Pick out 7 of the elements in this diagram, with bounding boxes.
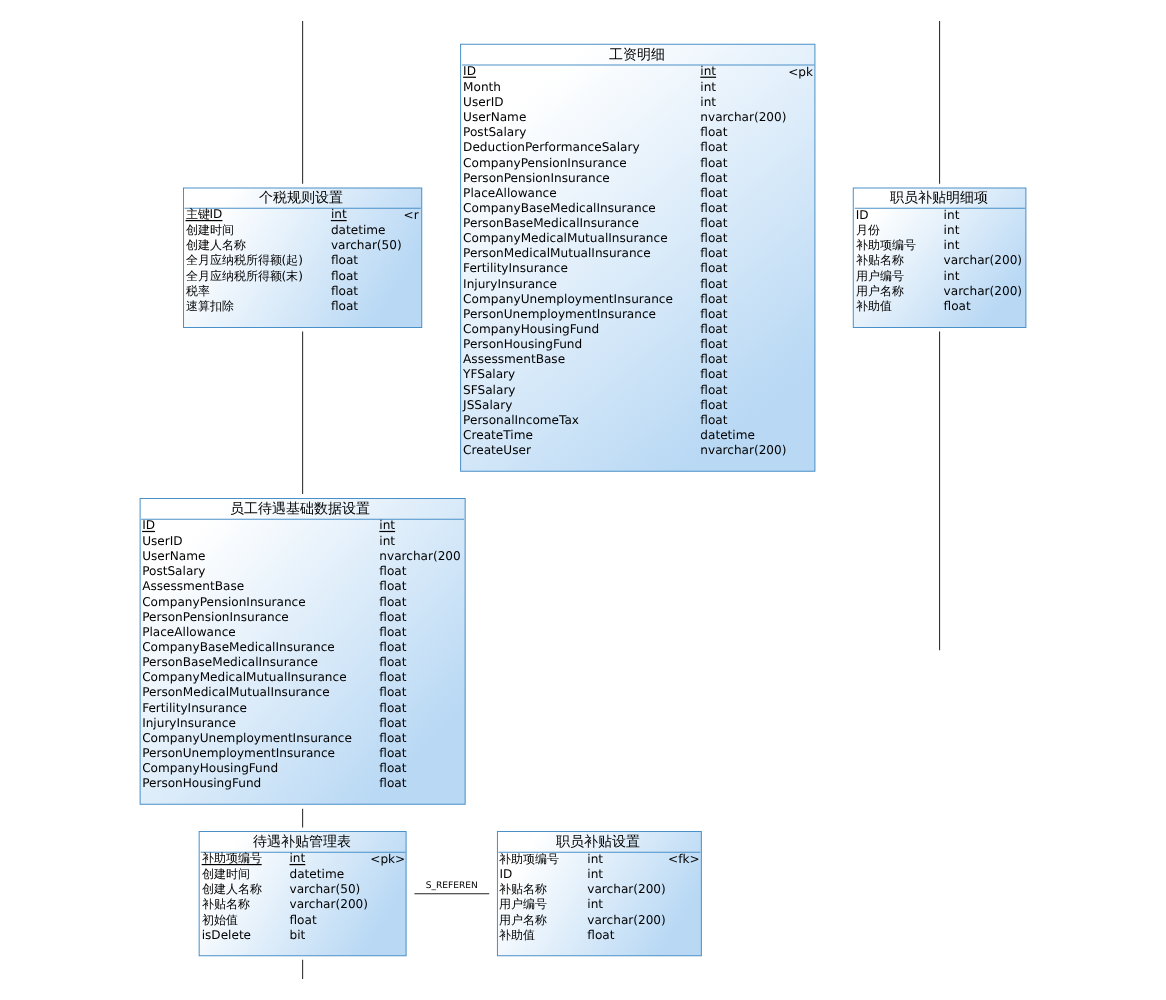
connector xyxy=(939,331,941,651)
connector xyxy=(413,893,490,895)
connector xyxy=(939,20,941,185)
connector xyxy=(302,20,304,185)
connector xyxy=(302,959,304,980)
connector xyxy=(302,808,304,828)
connector xyxy=(302,331,304,495)
